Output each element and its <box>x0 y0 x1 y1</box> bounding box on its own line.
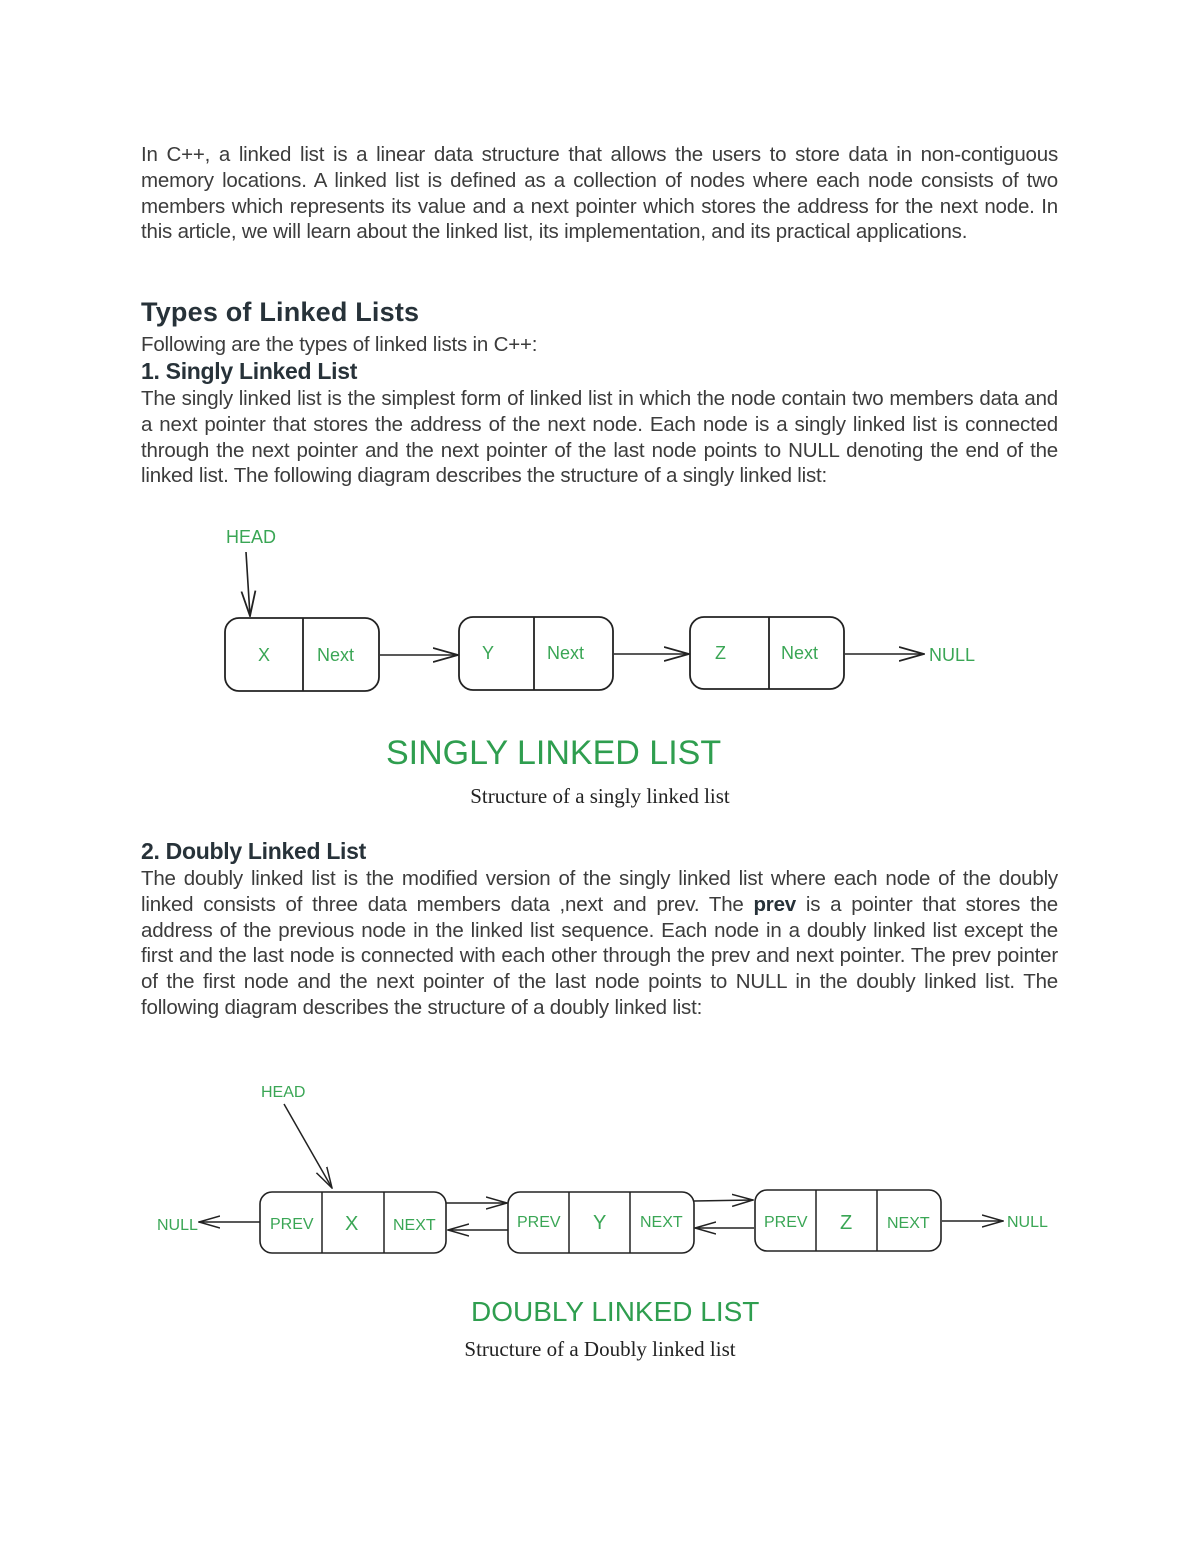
doubly-caption: Structure of a Doubly linked list <box>464 1337 736 1361</box>
doubly-node-prev: PREV <box>270 1216 314 1233</box>
singly-node-data: X <box>258 645 270 665</box>
types-intro-paragraph: Following are the types of linked lists … <box>141 333 538 356</box>
singly-node: X Next <box>224 617 380 692</box>
doubly-node-next: NEXT <box>640 1214 683 1231</box>
doubly-node-data: Y <box>593 1212 606 1234</box>
doubly-null-right-label: NULL <box>1007 1214 1048 1231</box>
singly-linked-list-diagram: HEAD X Next Y Next Z Next NULL <box>224 527 975 692</box>
doubly-node-data: X <box>345 1213 358 1235</box>
singly-caption: Structure of a singly linked list <box>470 784 730 808</box>
doubly-node-data: Z <box>840 1212 852 1234</box>
singly-node-data: Z <box>715 643 726 663</box>
doubly-node-next: NEXT <box>393 1217 436 1234</box>
doubly-diagram-title: DOUBLY LINKED LIST <box>471 1296 760 1327</box>
doubly-node-next: NEXT <box>887 1215 930 1232</box>
singly-node-data: Y <box>482 643 494 663</box>
types-heading: Types of Linked Lists <box>141 297 420 327</box>
doubly-head-arrow <box>283 1103 332 1188</box>
doubly-paragraph: The doubly linked list is the modified v… <box>141 867 1058 1019</box>
doubly-null-left-label: NULL <box>157 1217 198 1234</box>
singly-heading: 1. Singly Linked List <box>141 358 358 384</box>
doubly-heading: 2. Doubly Linked List <box>141 838 367 864</box>
singly-paragraph: The singly linked list is the simplest f… <box>141 387 1058 488</box>
singly-node-next: Next <box>547 643 584 663</box>
singly-node: Z Next <box>689 616 845 690</box>
doubly-next-arrow <box>693 1200 753 1201</box>
doubly-node-prev: PREV <box>764 1214 808 1231</box>
singly-node: Y Next <box>458 616 614 691</box>
doubly-node: PREV X NEXT <box>259 1191 447 1254</box>
prev-keyword: prev <box>753 892 796 916</box>
singly-null-label: NULL <box>929 645 975 665</box>
doubly-node: PREV Y NEXT <box>507 1191 695 1254</box>
singly-head-arrow <box>246 551 250 616</box>
doubly-linked-list-diagram: HEAD NULL PREV X NEXT PREV Y NEXT <box>157 1084 1048 1254</box>
doubly-node: PREV Z NEXT <box>754 1189 942 1252</box>
singly-node-next: Next <box>781 643 818 663</box>
singly-head-label: HEAD <box>226 527 276 547</box>
singly-node-next: Next <box>317 645 354 665</box>
doubly-node-prev: PREV <box>517 1214 561 1231</box>
intro-paragraph: In C++, a linked list is a linear data s… <box>141 143 1058 244</box>
singly-diagram-title: SINGLY LINKED LIST <box>386 734 722 772</box>
doubly-head-label: HEAD <box>261 1084 305 1101</box>
